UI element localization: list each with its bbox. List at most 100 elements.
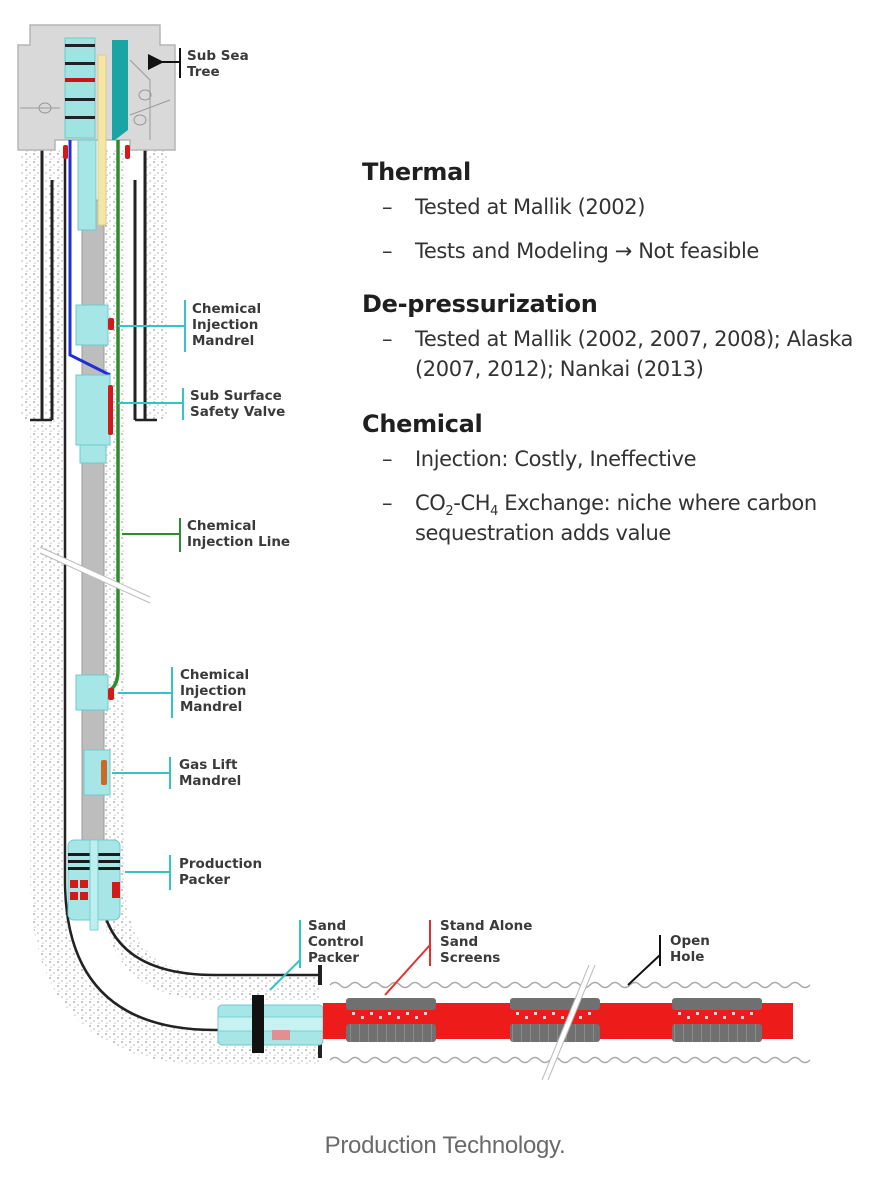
bullet-text: Tested at Mallik (2002, 2007, 2008); Ala… xyxy=(415,327,854,381)
screen-perforation xyxy=(370,1012,373,1015)
screen-perforation xyxy=(750,1012,753,1015)
sand-control-packer xyxy=(217,995,324,1053)
sub-surface-safety-valve xyxy=(75,374,113,464)
screen-perforation xyxy=(741,1016,744,1019)
svg-text:Sub Sea: Sub Sea xyxy=(187,48,249,64)
break-marks xyxy=(38,547,595,1081)
svg-text:Packer: Packer xyxy=(179,872,230,888)
label-sub-sea-tree: Sub Sea Tree xyxy=(148,48,249,80)
chemical-injection-mandrel-upper xyxy=(75,304,114,346)
cement-sheath xyxy=(20,150,320,1065)
dash-marker: – xyxy=(382,239,393,263)
svg-text:Sand: Sand xyxy=(440,934,478,950)
screen-perforation xyxy=(579,1016,582,1019)
svg-text:Injection: Injection xyxy=(192,317,258,333)
svg-text:Packer: Packer xyxy=(308,950,359,966)
control-line xyxy=(68,140,111,377)
screen-perforation xyxy=(678,1012,681,1015)
screen-perforation xyxy=(424,1012,427,1015)
screen-perforation xyxy=(543,1016,546,1019)
svg-text:Mandrel: Mandrel xyxy=(179,773,241,789)
sand-screen-assembly xyxy=(323,998,793,1042)
sand-screen xyxy=(672,998,762,1042)
bullet-item: –Tested at Mallik (2002, 2007, 2008); Al… xyxy=(362,324,885,384)
label-stand-alone-sand-screens: Stand Alone Sand Screens xyxy=(384,918,532,996)
label-production-packer: Production Packer xyxy=(125,855,262,890)
bullet-text: CO2-CH4 Exchange: niche where carbon seq… xyxy=(415,491,817,545)
screen-perforation xyxy=(361,1016,364,1019)
dash-marker: – xyxy=(382,491,393,515)
screen-perforation xyxy=(552,1012,555,1015)
section-depressurization: De-pressurization –Tested at Mallik (200… xyxy=(362,290,882,384)
bullet-text: Injection: Costly, Ineffective xyxy=(415,447,697,471)
bullet-item: –CO2-CH4 Exchange: niche where carbon se… xyxy=(362,488,845,548)
screen-perforation xyxy=(415,1016,418,1019)
screen-perforation xyxy=(397,1016,400,1019)
sub-sea-tree xyxy=(17,24,176,231)
svg-text:Chemical: Chemical xyxy=(187,518,256,534)
label-chemical-injection-mandrel-lower: Chemical Injection Mandrel xyxy=(118,667,249,718)
dash-marker: – xyxy=(382,195,393,219)
label-open-hole: Open Hole xyxy=(627,933,710,986)
label-chemical-injection-line: Chemical Injection Line xyxy=(122,518,290,552)
section-thermal: Thermal –Tested at Mallik (2002) –Tests … xyxy=(362,158,882,266)
production-packer xyxy=(67,839,121,931)
svg-text:Control: Control xyxy=(308,934,364,950)
gas-lift-mandrel xyxy=(83,749,111,796)
label-sand-control-packer: Sand Control Packer xyxy=(269,918,364,991)
chemical-injection-mandrel-lower xyxy=(75,674,114,711)
bullet-item: –Tests and Modeling → Not feasible xyxy=(362,236,882,266)
svg-text:Mandrel: Mandrel xyxy=(192,333,254,349)
dash-marker: – xyxy=(382,327,393,351)
section-title: Thermal xyxy=(362,158,471,186)
screen-perforation xyxy=(379,1016,382,1019)
section-chemical: Chemical –Injection: Costly, Ineffective… xyxy=(362,410,882,548)
svg-text:Screens: Screens xyxy=(440,950,500,966)
screen-perforation xyxy=(534,1012,537,1015)
section-title: De-pressurization xyxy=(362,290,598,318)
label-sub-surface-safety-valve: Sub Surface Safety Valve xyxy=(118,388,285,420)
bullet-text: Tested at Mallik (2002) xyxy=(415,195,646,219)
screen-perforation xyxy=(352,1012,355,1015)
svg-text:Chemical: Chemical xyxy=(180,667,249,683)
label-gas-lift-mandrel: Gas Lift Mandrel xyxy=(112,757,241,789)
screen-perforation xyxy=(561,1016,564,1019)
screen-perforation xyxy=(588,1012,591,1015)
screen-perforation xyxy=(406,1012,409,1015)
svg-text:Production: Production xyxy=(179,856,262,872)
screen-perforation xyxy=(516,1012,519,1015)
screen-perforation xyxy=(525,1016,528,1019)
label-chemical-injection-mandrel-upper: Chemical Injection Mandrel xyxy=(118,300,261,352)
bullet-text: Tests and Modeling → Not feasible xyxy=(415,239,759,263)
svg-text:Gas Lift: Gas Lift xyxy=(179,757,238,773)
svg-text:Safety Valve: Safety Valve xyxy=(190,404,285,420)
svg-text:Sub Surface: Sub Surface xyxy=(190,388,282,404)
svg-text:Sand: Sand xyxy=(308,918,346,934)
figure-caption: Production Technology. xyxy=(324,1132,566,1159)
sand-screen xyxy=(346,998,436,1042)
screen-perforation xyxy=(705,1016,708,1019)
section-title: Chemical xyxy=(362,410,483,438)
dash-marker: – xyxy=(382,447,393,471)
bullet-item: –Injection: Costly, Ineffective xyxy=(362,444,882,474)
well-completion-diagram: Sub Sea Tree Chemical Injection Mandrel … xyxy=(17,24,811,1081)
screen-perforation xyxy=(687,1016,690,1019)
break-mark-edges xyxy=(39,546,596,1081)
svg-text:Mandrel: Mandrel xyxy=(180,699,242,715)
screen-perforation xyxy=(696,1012,699,1015)
svg-text:Chemical: Chemical xyxy=(192,301,261,317)
svg-text:Injection Line: Injection Line xyxy=(187,534,290,550)
svg-text:Stand Alone: Stand Alone xyxy=(440,918,532,934)
svg-text:Tree: Tree xyxy=(187,64,220,80)
screen-perforation xyxy=(714,1012,717,1015)
bullet-item: –Tested at Mallik (2002) xyxy=(362,192,882,222)
svg-text:Open: Open xyxy=(670,933,710,949)
open-hole-walls xyxy=(329,981,811,1064)
casing-strings xyxy=(30,150,322,1058)
methods-panel: Thermal –Tested at Mallik (2002) –Tests … xyxy=(362,158,882,548)
svg-text:Injection: Injection xyxy=(180,683,246,699)
screen-perforation xyxy=(723,1016,726,1019)
svg-text:Hole: Hole xyxy=(670,949,704,965)
screen-perforation xyxy=(388,1012,391,1015)
screen-perforation xyxy=(732,1012,735,1015)
